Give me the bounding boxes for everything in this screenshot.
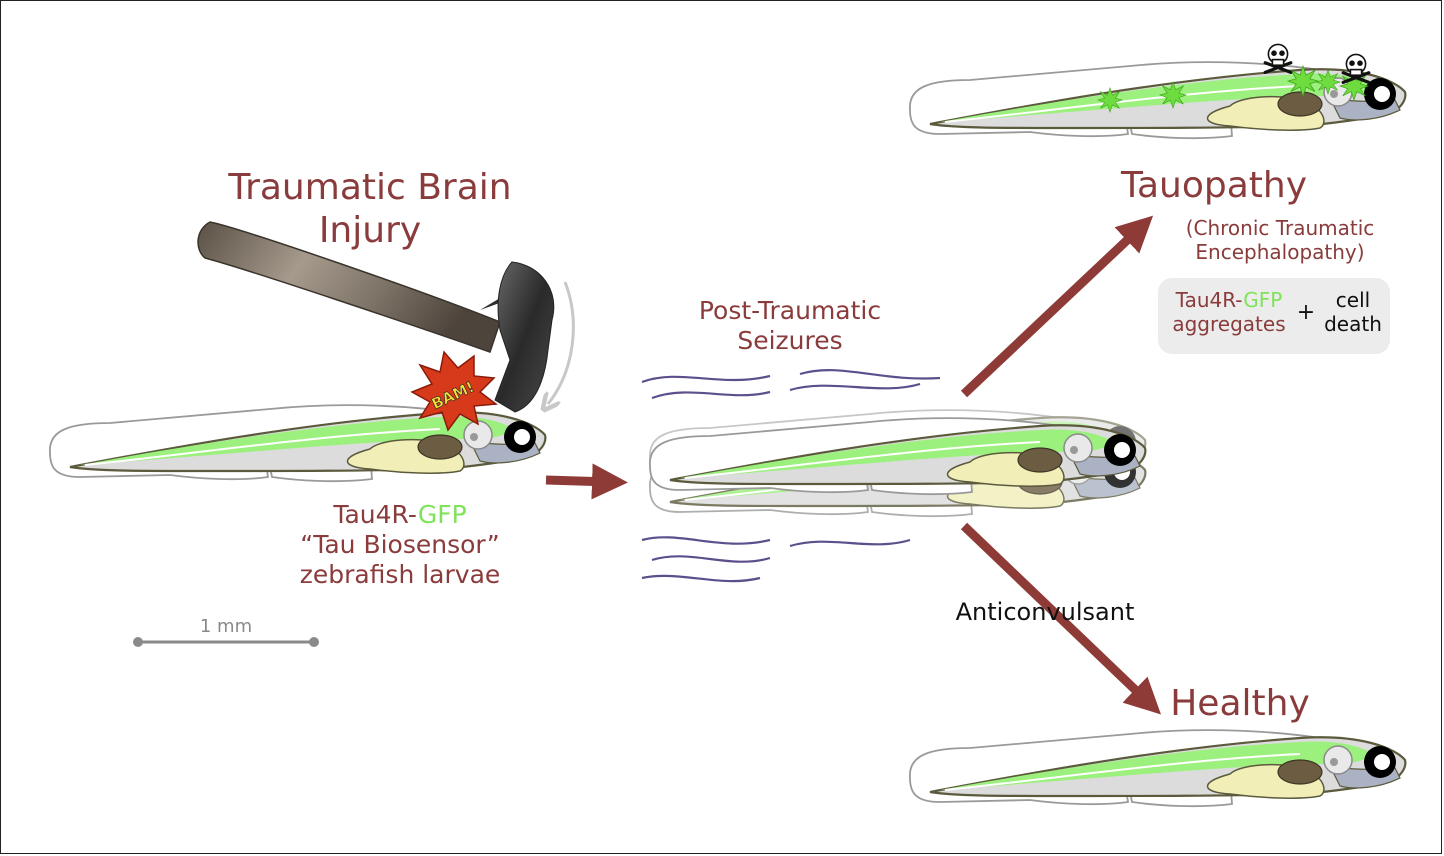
outcome-box-left: Tau4R-GFP aggregates xyxy=(1160,288,1298,336)
scale-bar-label: 1 mm xyxy=(176,616,276,638)
tauopathy-subtitle: (Chronic Traumatic Encephalopathy) xyxy=(1150,216,1410,264)
box-right-line1: cell xyxy=(1310,288,1396,312)
biosensor-line1: Tau4R-GFP xyxy=(270,500,530,530)
arrow-injury-to-seizure xyxy=(546,480,610,482)
title-traumatic-brain-injury: Traumatic Brain Injury xyxy=(190,166,550,252)
seizures-line2: Seizures xyxy=(660,326,920,356)
larva-healthy xyxy=(910,730,1405,806)
tauopathy-sub1: (Chronic Traumatic xyxy=(1150,216,1410,240)
anticonvulsant-label: Anticonvulsant xyxy=(930,598,1160,627)
healthy-heading: Healthy xyxy=(1130,682,1350,725)
seizures-line1: Post-Traumatic xyxy=(660,296,920,326)
box-left-line2: aggregates xyxy=(1160,312,1298,336)
box-left-prefix: Tau4R- xyxy=(1176,288,1244,312)
biosensor-label: Tau4R-GFP “Tau Biosensor” zebrafish larv… xyxy=(270,500,530,590)
scale-bar xyxy=(133,637,319,647)
tauopathy-sub2: Encephalopathy) xyxy=(1150,240,1410,264)
seizures-label: Post-Traumatic Seizures xyxy=(660,296,920,356)
biosensor-line2: “Tau Biosensor” xyxy=(270,530,530,560)
tauopathy-heading: Tauopathy xyxy=(1084,164,1344,207)
box-left-line1: Tau4R-GFP xyxy=(1160,288,1298,312)
larva-tauopathy xyxy=(910,44,1405,138)
arrow-to-tauopathy xyxy=(964,228,1140,394)
outcome-box-right: cell death xyxy=(1310,288,1396,336)
biosensor-gfp: GFP xyxy=(418,500,467,529)
biosensor-line3: zebrafish larvae xyxy=(270,560,530,590)
title-line1: Traumatic Brain xyxy=(190,166,550,209)
title-line2: Injury xyxy=(190,209,550,252)
biosensor-prefix: Tau4R- xyxy=(333,500,418,529)
box-right-line2: death xyxy=(1310,312,1396,336)
box-left-gfp: GFP xyxy=(1243,288,1282,312)
